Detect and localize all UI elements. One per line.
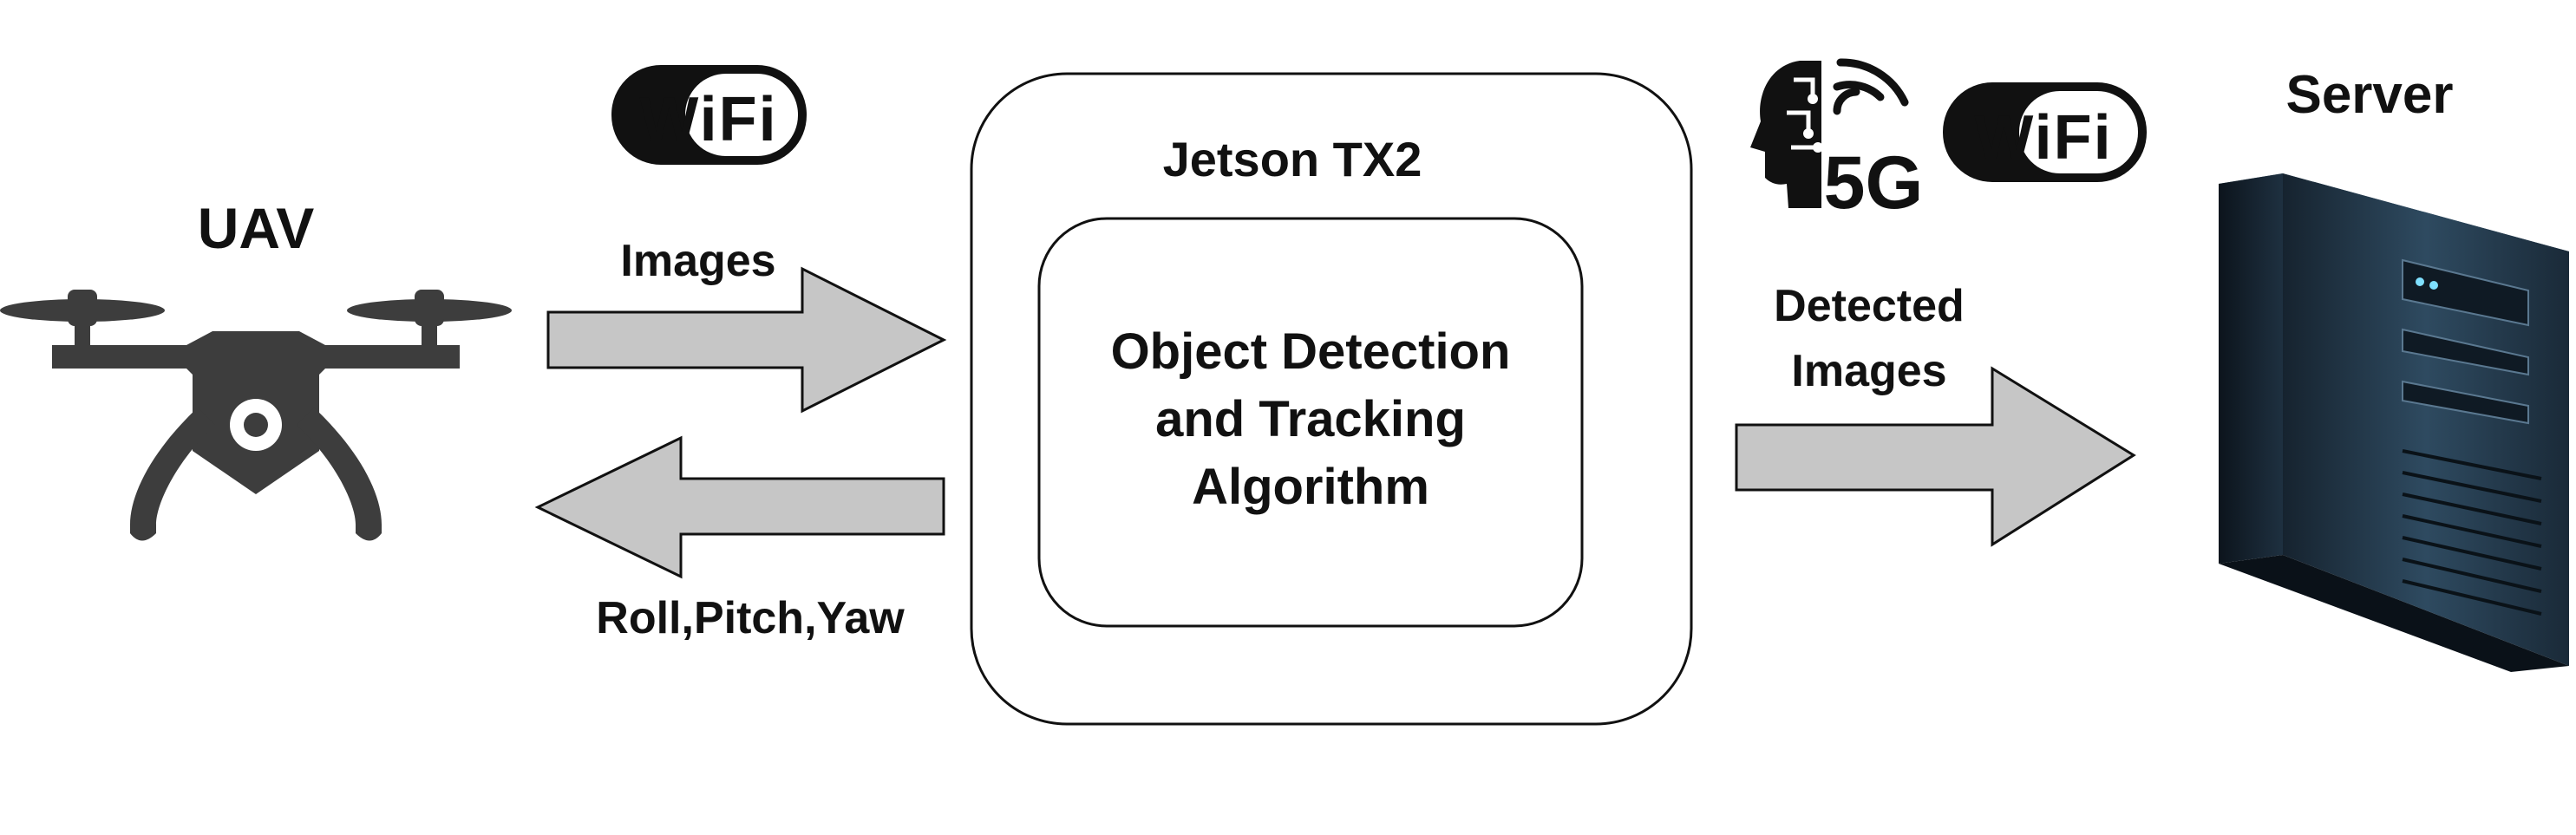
control-arrow xyxy=(534,435,945,579)
algorithm-box xyxy=(1037,217,1584,628)
svg-text:WiFi: WiFi xyxy=(1974,103,2112,173)
images-arrow-label: Images xyxy=(620,236,775,286)
5g-head-icon: 5G xyxy=(1750,58,1924,225)
server-tower-icon xyxy=(2219,173,2569,672)
jetson-title: Jetson TX2 xyxy=(1163,132,1422,186)
algorithm-label-line2: and Tracking xyxy=(1155,391,1466,447)
drone-icon xyxy=(0,290,512,541)
detected-images-label-line1: Detected xyxy=(1774,281,1965,331)
detected-images-arrow xyxy=(1735,366,2136,547)
svg-text:WiFi: WiFi xyxy=(639,85,777,154)
server-label: Server xyxy=(2285,65,2453,125)
control-arrow-label: Roll,Pitch,Yaw xyxy=(596,593,905,643)
svg-text:5G: 5G xyxy=(1824,141,1924,225)
wifi-icon: WiFi xyxy=(1943,82,2147,182)
wifi-icon: WiFi xyxy=(611,65,807,165)
detected-images-label-line2: Images xyxy=(1791,346,1946,396)
algorithm-label-line3: Algorithm xyxy=(1192,459,1429,515)
algorithm-label-line1: Object Detection xyxy=(1111,323,1511,380)
uav-label: UAV xyxy=(198,196,314,260)
images-arrow xyxy=(546,266,947,414)
